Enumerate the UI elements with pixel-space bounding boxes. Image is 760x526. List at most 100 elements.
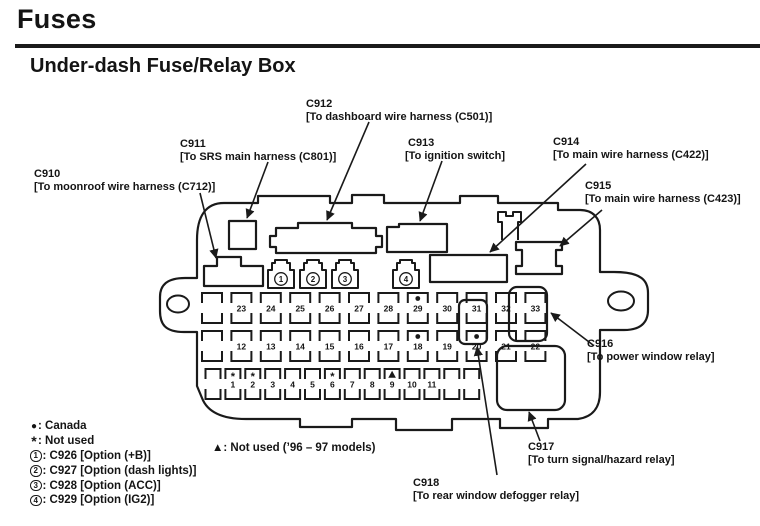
not-used-star-mark: *	[251, 371, 256, 383]
fuse-bottom-bracket	[423, 389, 441, 400]
connectors: 1 2 3 4	[202, 219, 567, 412]
fuse-bottom-bracket	[406, 313, 429, 324]
fuse-bottom-bracket	[201, 351, 223, 362]
fuse-top-bracket	[204, 368, 222, 379]
fuse-number: 3	[270, 380, 275, 390]
fuse-top-bracket	[377, 330, 400, 341]
fuse-6: 6*	[323, 368, 341, 400]
fuse-number: 17	[384, 342, 394, 352]
option-plug-3: 3	[331, 259, 359, 289]
plug-outline	[331, 259, 359, 289]
fuse-number: 29	[413, 304, 423, 314]
fuse-bottom-bracket	[524, 351, 547, 362]
fuse-5: 5	[304, 368, 321, 400]
fuse-19: 19	[436, 330, 459, 362]
fuse-top-bracket	[259, 292, 282, 303]
callout-c911-desc: [To SRS main harness (C801)]	[180, 151, 337, 163]
connector-c914	[428, 253, 509, 284]
fuse-number: 1	[231, 380, 236, 390]
fuse-number: 5	[310, 380, 315, 390]
fuse-10: 10	[403, 368, 421, 400]
fuse-bottom-bracket	[348, 313, 370, 324]
plug-number: 3	[343, 275, 348, 284]
fuse-bottom-bracket	[201, 313, 223, 324]
fuse-bottom-bracket	[289, 313, 312, 324]
fuse-number: 10	[407, 380, 417, 390]
fuse-21: 21	[495, 330, 517, 362]
fuse-16: 16	[348, 330, 370, 362]
fuse-top-bracket	[465, 330, 488, 341]
fuse-top-bracket	[224, 368, 242, 379]
not-used-star-symbol: *	[31, 433, 37, 450]
callout-c914-id: C914	[553, 136, 580, 148]
fuse-32: 32	[495, 292, 517, 324]
fuse-bottom-bracket	[318, 351, 341, 362]
fuse-top-bracket	[264, 368, 282, 379]
fuse-12: 12	[230, 330, 253, 362]
fuse-top-bracket	[463, 368, 481, 379]
fuse-number: 9	[390, 380, 395, 390]
fuse-top-bracket	[323, 368, 341, 379]
fuse-number: 31	[472, 304, 482, 314]
fuse-number: 27	[354, 304, 364, 314]
fuse-bottom-bracket	[443, 389, 461, 400]
fuse-bottom-bracket	[406, 351, 429, 362]
fuse-top-bracket	[244, 368, 262, 379]
fuse-23: 23	[230, 292, 253, 324]
canada-dot-mark	[474, 334, 479, 339]
fuse-bottom-bracket	[204, 389, 222, 400]
callout-c917-desc: [To turn signal/hazard relay]	[528, 454, 675, 466]
callout-c910-id: C910	[34, 168, 60, 180]
section-title: Under-dash Fuse/Relay Box	[30, 55, 296, 77]
circled-1-symbol: 1	[30, 450, 42, 462]
fuse-31: 31	[465, 292, 488, 324]
leader-c913	[418, 160, 443, 222]
fuse-bottom-bracket	[465, 351, 488, 362]
legend-c929-text: : C929 [Option (IG2)]	[42, 494, 155, 507]
callout-c915-desc: [To main wire harness (C423)]	[585, 193, 741, 205]
fuse-number: 28	[384, 304, 394, 314]
callout-c913-desc: [To ignition switch]	[405, 150, 505, 162]
fuse-2: 2*	[244, 368, 262, 400]
fuse-30: 30	[436, 292, 459, 324]
legend-c928-text: : C928 [Option (ACC)]	[42, 479, 161, 492]
fuse-slot-blank	[201, 330, 223, 362]
page-title: Fuses	[17, 4, 97, 34]
fuse-bottom-bracket	[259, 351, 282, 362]
legend-c926: 1: C926 [Option (+B)]	[30, 449, 196, 464]
connector-c912	[268, 221, 384, 255]
fuse-13: 13	[259, 330, 282, 362]
fuse-top-bracket	[348, 330, 370, 341]
fuse-number: 4	[290, 380, 295, 390]
legend: ●: Canada *: Not used 1: C926 [Option (+…	[30, 419, 196, 508]
fuse-25: 25	[289, 292, 312, 324]
leader-c918	[473, 346, 498, 476]
fuse-number: 25	[295, 304, 305, 314]
leader-c917	[527, 411, 541, 442]
fuse-bottom-bracket	[304, 389, 321, 400]
fuse-top-bracket	[403, 368, 421, 379]
callout-c916-desc: [To power window relay]	[587, 351, 715, 363]
leader-c915	[559, 209, 603, 247]
legend-not-used-text: : Not used	[38, 435, 95, 448]
plug-outline	[392, 259, 420, 289]
fuse-bottom-bracket	[403, 389, 421, 400]
fuse-number: 18	[413, 342, 423, 352]
callout-c912-desc: [To dashboard wire harness (C501)]	[306, 111, 493, 123]
fuse-top-bracket	[524, 292, 547, 303]
leader-c914	[489, 163, 587, 253]
fuse-number: 6	[330, 380, 335, 390]
fuse-26: 26	[318, 292, 341, 324]
fuse-33: 33	[524, 292, 547, 324]
fuse-top-bracket	[406, 330, 429, 341]
fuse-4: 4	[284, 368, 302, 400]
relay-c917	[495, 344, 567, 412]
fuse-top-bracket	[284, 368, 302, 379]
legend-not-used: *: Not used	[30, 433, 196, 450]
fuse-7: 7	[343, 368, 361, 400]
fuse-bottom-bracket	[383, 389, 401, 400]
not-used-star-mark: *	[330, 371, 335, 383]
fuse-8: 8	[363, 368, 381, 400]
fuse-top-bracket	[443, 368, 461, 379]
